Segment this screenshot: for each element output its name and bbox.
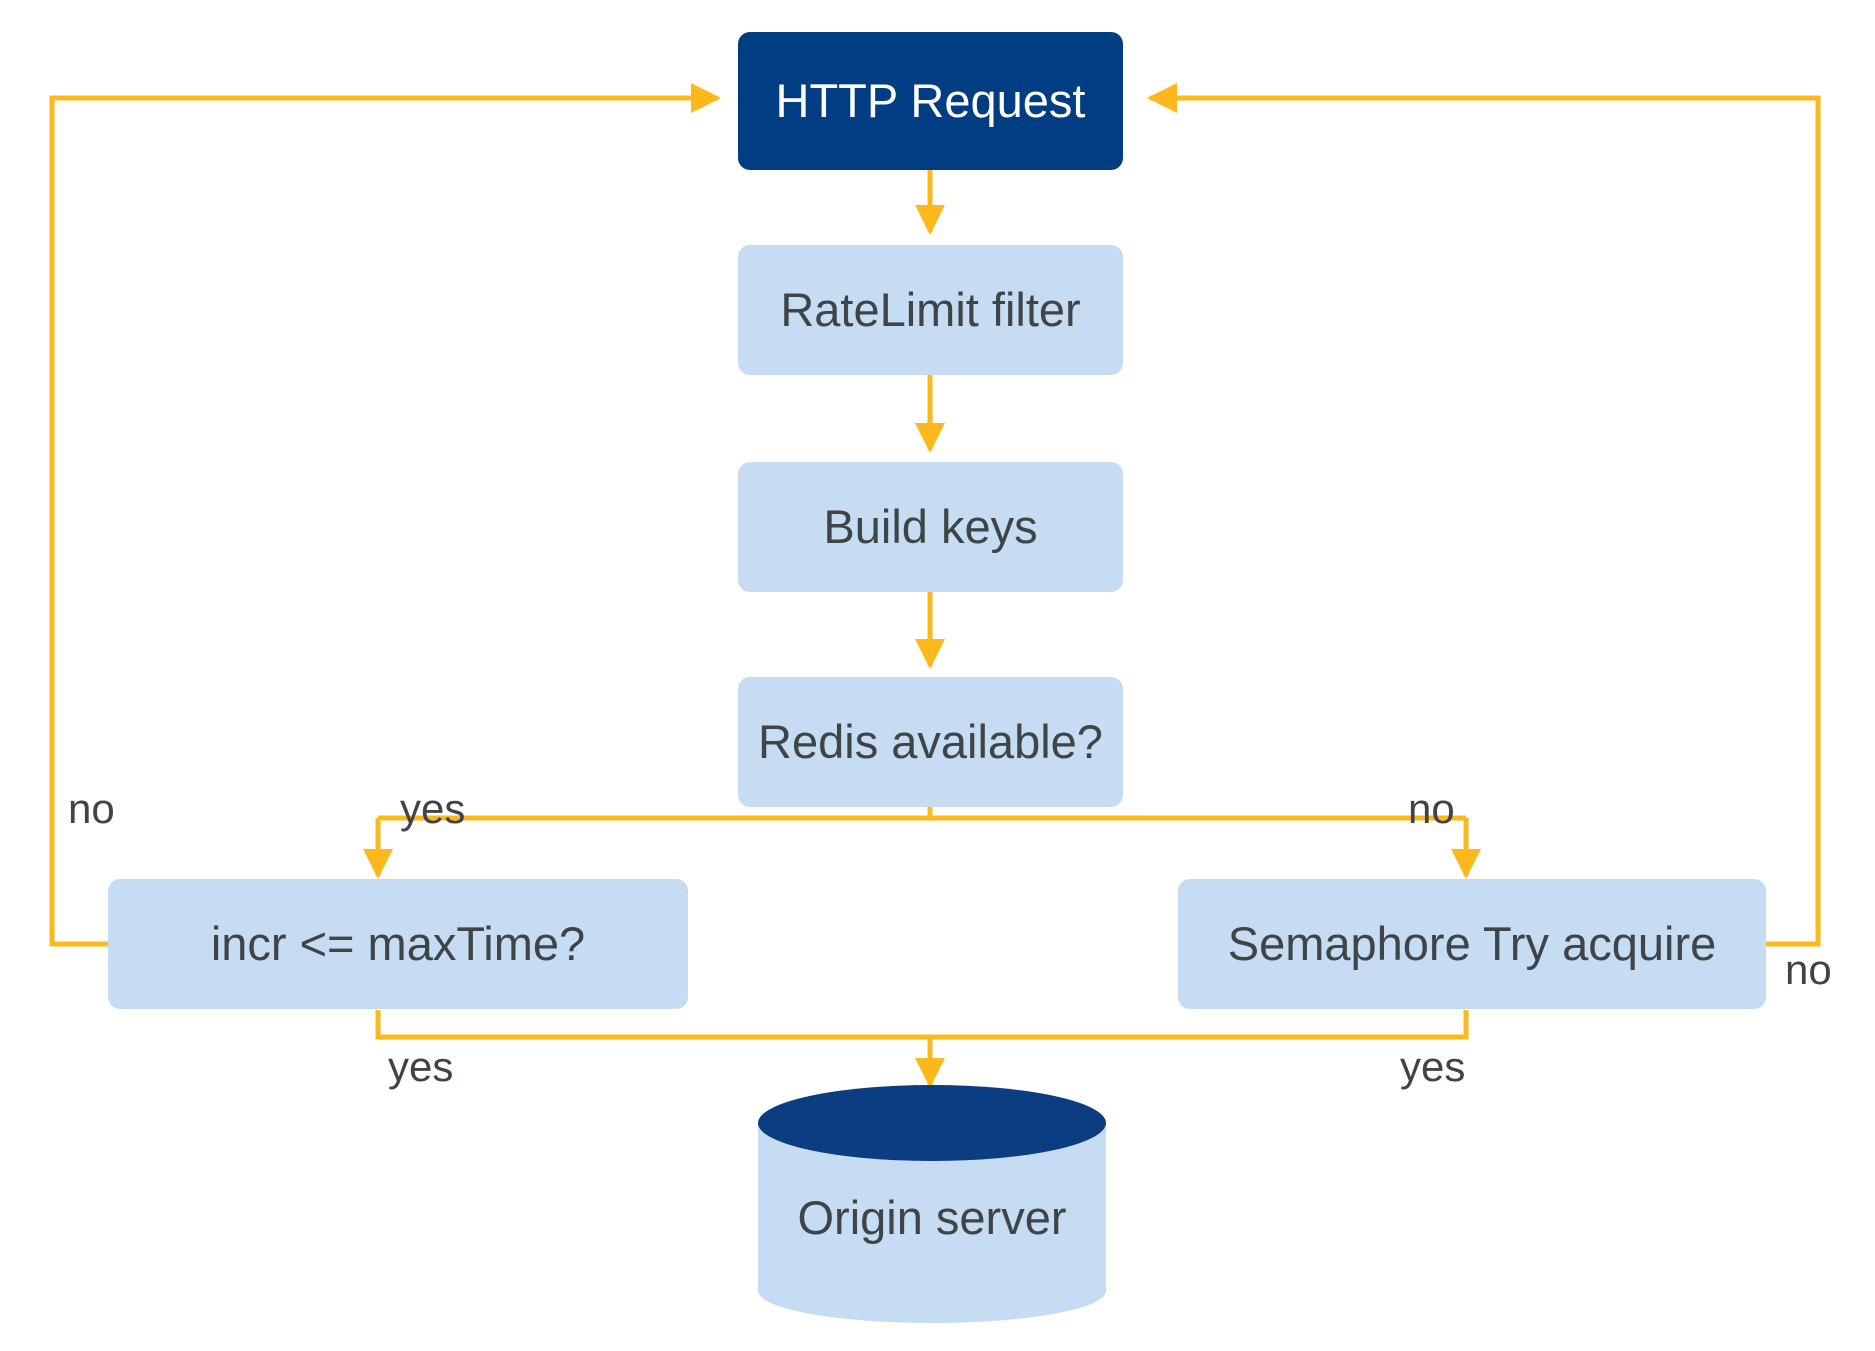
edge-label-bottom-left-yes: yes xyxy=(388,1043,454,1090)
node-redis-available-label: Redis available? xyxy=(758,715,1103,769)
edge-label-branch-no: no xyxy=(1408,785,1455,832)
node-build-keys[interactable]: Build keys xyxy=(738,462,1123,592)
edge-label-right-no: no xyxy=(1785,946,1832,993)
edge-label-bottom-right-yes: yes xyxy=(1400,1043,1466,1090)
edge-label-left-no: no xyxy=(68,785,115,832)
node-redis-available[interactable]: Redis available? xyxy=(738,677,1123,807)
cylinder-top-ellipse xyxy=(758,1085,1106,1161)
node-origin-server[interactable]: Origin server xyxy=(758,1085,1106,1325)
node-incr-maxtime[interactable]: incr <= maxTime? xyxy=(108,879,688,1009)
node-incr-maxtime-label: incr <= maxTime? xyxy=(210,917,586,971)
node-semaphore-try-acquire[interactable]: Semaphore Try acquire xyxy=(1178,879,1766,1009)
node-http-request-label: HTTP Request xyxy=(775,74,1086,128)
node-semaphore-try-acquire-label: Semaphore Try acquire xyxy=(1227,917,1717,971)
edge-incr-no-to-http xyxy=(49,83,721,947)
node-http-request[interactable]: HTTP Request xyxy=(738,32,1123,170)
edge-semaphore-yes-to-origin xyxy=(930,1010,1469,1040)
node-origin-server-label: Origin server xyxy=(797,1191,1067,1244)
node-build-keys-label: Build keys xyxy=(823,500,1038,554)
node-ratelimit-filter[interactable]: RateLimit filter xyxy=(738,245,1123,375)
edge-label-branch-yes: yes xyxy=(400,785,466,832)
edge-incr-yes-to-origin xyxy=(375,1010,930,1040)
node-ratelimit-filter-label: RateLimit filter xyxy=(780,283,1081,337)
edge-semaphore-no-to-http xyxy=(1147,83,1821,947)
